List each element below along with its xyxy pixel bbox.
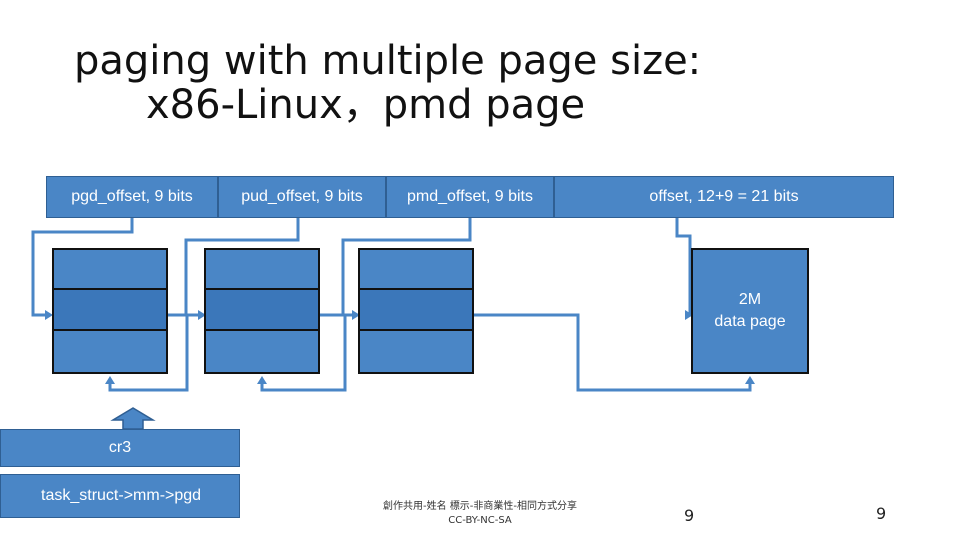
pgd-index-arrow [31, 218, 134, 317]
pud-table-row [206, 331, 318, 372]
pmd-table-row [360, 331, 472, 372]
data-page-size: 2M [738, 291, 762, 308]
arrowhead-pud-table [105, 376, 115, 384]
arrow-heads [45, 310, 755, 384]
connector-lines [31, 218, 752, 392]
license-code: CC-BY-NC-SA [448, 515, 512, 526]
arrowhead-pmd-table [257, 376, 267, 384]
pmd-offset-field: pmd_offset, 9 bits [386, 176, 554, 218]
pud-table-entry-selected [206, 290, 318, 331]
pgd-table-row [54, 250, 166, 291]
pgd-table-entry-selected [54, 290, 166, 331]
pmd-table-row [360, 250, 472, 291]
arrowhead-pmd [352, 310, 360, 320]
page-offset-field: offset, 12+9 = 21 bits [554, 176, 894, 218]
pmd-to-page-arrow [472, 313, 752, 392]
arrowhead-pud [198, 310, 206, 320]
data-page-2m: 2M data page [691, 248, 809, 374]
arrowhead-offset [685, 310, 693, 320]
page-number-right: 9 [876, 504, 887, 523]
page-number-center: 9 [684, 506, 695, 525]
arrowhead-data-page [745, 376, 755, 384]
cr3-register-box: cr3 [0, 429, 240, 467]
pud-offset-field: pud_offset, 9 bits [218, 176, 386, 218]
task-struct-box: task_struct->mm->pgd [0, 474, 240, 518]
pmd-index-arrow [341, 218, 472, 317]
offset-arrow [675, 218, 692, 317]
pmd-table [358, 248, 474, 374]
slide-title-line1: paging with multiple page size: [74, 38, 702, 84]
license-text: 創作共用-姓名 標示-非商業性-相同方式分享 [382, 501, 577, 512]
license-note: 創作共用-姓名 標示-非商業性-相同方式分享 CC-BY-NC-SA [360, 500, 600, 528]
pud-to-pmd-arrow [260, 313, 347, 392]
data-page-label: data page [714, 313, 786, 330]
pgd-to-pud-arrow [108, 313, 189, 392]
cr3-up-arrow [110, 407, 156, 430]
pmd-table-entry-selected [360, 290, 472, 331]
pgd-table-row [54, 331, 166, 372]
arrowhead-pgd [45, 310, 53, 320]
pud-index-arrow [184, 218, 300, 317]
slide-title-line2: x86-Linux，pmd page [146, 82, 586, 128]
pgd-table [52, 248, 168, 374]
pgd-offset-field: pgd_offset, 9 bits [46, 176, 218, 218]
pud-table [204, 248, 320, 374]
pud-table-row [206, 250, 318, 291]
